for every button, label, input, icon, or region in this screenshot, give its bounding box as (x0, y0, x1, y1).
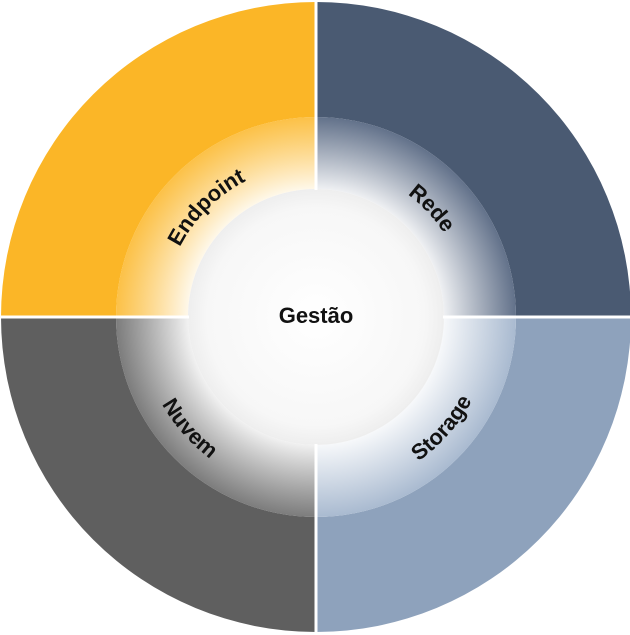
inner-segment-nuvem (116, 317, 316, 517)
outer-segment-rede (316, 2, 630, 317)
outer-segment-endpoint (1, 2, 316, 317)
outer-segment-storage (316, 317, 630, 632)
inner-ring (116, 117, 516, 517)
outer-segment-nuvem (1, 317, 316, 632)
center-label: Gestão (279, 303, 354, 328)
center-circle-overlay (189, 190, 443, 444)
inner-segment-endpoint (116, 117, 316, 317)
inner-segment-storage (316, 317, 516, 517)
inner-segment-rede (316, 117, 516, 317)
